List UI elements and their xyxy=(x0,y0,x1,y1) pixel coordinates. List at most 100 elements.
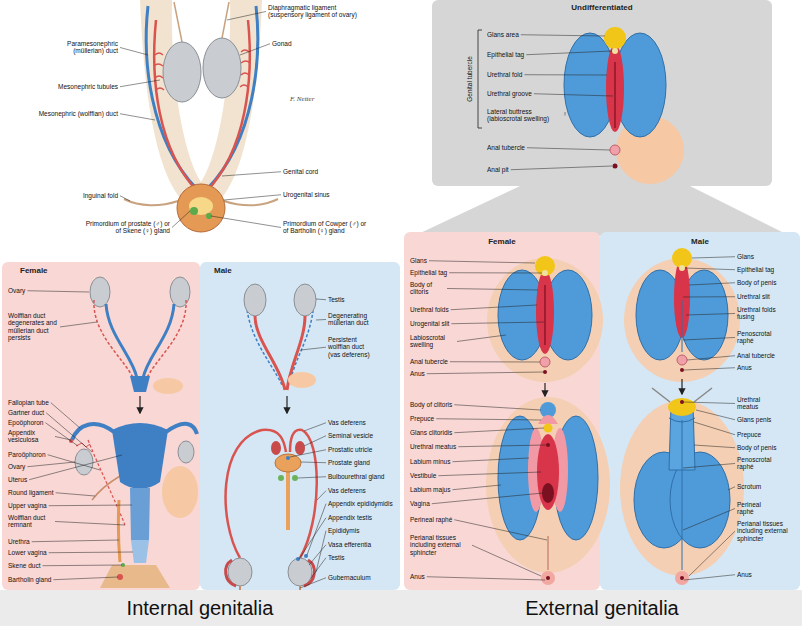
leader-line xyxy=(316,299,326,301)
panel-ground xyxy=(2,262,200,590)
female-external-drawing xyxy=(544,285,545,345)
leader-line xyxy=(526,51,612,55)
male-internal-drawing xyxy=(286,472,290,530)
male-internal-drawing xyxy=(244,284,266,316)
panel: Undifferentiated xyxy=(432,0,772,186)
panel-heading: Female xyxy=(404,232,600,247)
leader-line xyxy=(432,493,543,504)
undifferentiated-internal-drawing xyxy=(177,184,225,232)
part-label: Testis xyxy=(328,296,345,303)
leader-line xyxy=(46,413,92,452)
leader-line xyxy=(316,319,326,321)
part-label: Urogenital slit xyxy=(410,320,449,327)
leader-line xyxy=(29,455,122,480)
leader-line xyxy=(211,216,281,227)
signature: F. Netter xyxy=(290,95,314,103)
female-internal-drawing xyxy=(146,300,186,380)
leader-line xyxy=(684,368,735,370)
female-internal-drawing xyxy=(170,277,190,307)
leader-line xyxy=(240,44,270,55)
part-label: Ovary xyxy=(8,287,25,294)
female-external-drawing xyxy=(486,256,610,585)
male-internal-drawing xyxy=(296,557,300,561)
female-external-drawing xyxy=(544,424,553,433)
male-external-drawing xyxy=(680,368,684,372)
part-label: Urogenital sinus xyxy=(283,191,330,198)
part-label: Urethral folds xyxy=(410,306,449,313)
undifferentiated-internal-drawing xyxy=(174,2,182,42)
leader-line xyxy=(45,423,78,446)
male-external-drawing xyxy=(681,379,682,394)
leader-line xyxy=(299,518,326,559)
part-label: Lateral buttress (labioscrotal swelling) xyxy=(487,108,563,123)
female-internal-drawing xyxy=(130,488,150,540)
part-label: Degenerating müllerian duct xyxy=(328,312,383,327)
leader-line xyxy=(301,347,326,350)
female-internal-drawing xyxy=(130,376,150,392)
panel-heading: Male xyxy=(200,262,400,276)
part-label: Diaphragmatic ligament (suspensory ligam… xyxy=(268,4,368,19)
part-label: Wolffian duct remnant xyxy=(8,514,53,529)
part-label: Prepuce xyxy=(737,431,761,438)
leader-line xyxy=(683,337,735,340)
part-label: Labioscrotal swelling xyxy=(410,334,455,349)
female-internal-drawing xyxy=(112,423,168,489)
part-label: Vestibule xyxy=(410,472,436,479)
panel-heading: Female xyxy=(2,262,200,276)
leader-line xyxy=(447,288,538,290)
leader-line xyxy=(694,445,735,448)
male-internal-drawing xyxy=(240,586,300,590)
part-label: Round ligament xyxy=(8,489,54,496)
leader-line xyxy=(472,545,541,576)
leader-line xyxy=(27,462,75,467)
leader-line xyxy=(304,436,326,446)
female-internal-drawing xyxy=(75,449,93,475)
undifferentiated-internal-drawing xyxy=(163,42,201,102)
part-label: Labium minus xyxy=(410,458,450,465)
male-internal-drawing xyxy=(290,430,317,558)
female-external-drawing xyxy=(536,270,554,354)
part-label: Anal tubercle xyxy=(737,352,775,359)
undifferentiated-internal-drawing xyxy=(190,207,198,215)
female-internal-drawing xyxy=(162,466,198,518)
undifferentiated-external-drawing xyxy=(604,27,626,49)
leader-line xyxy=(451,305,537,310)
part-label: Gartner duct xyxy=(8,409,44,416)
part-label: Appendix vesiculosa xyxy=(8,429,53,444)
leader-line xyxy=(298,477,326,478)
part-label: Lower vagina xyxy=(8,549,47,556)
undifferentiated-external-drawing xyxy=(612,48,618,54)
female-external-drawing xyxy=(540,357,550,367)
leader-line xyxy=(53,577,118,580)
undifferentiated-internal-drawing xyxy=(224,199,278,205)
leader-line xyxy=(450,361,540,362)
part-label: Appendix epididymidis xyxy=(328,500,393,507)
leader-line xyxy=(429,261,535,263)
leader-line xyxy=(427,372,543,374)
leader-line xyxy=(457,335,506,341)
leader-line xyxy=(120,47,148,55)
undifferentiated-internal-drawing xyxy=(154,53,164,90)
female-external-drawing xyxy=(542,483,554,503)
male-internal-drawing xyxy=(304,560,314,586)
panel-ground xyxy=(432,0,772,186)
female-external-drawing xyxy=(543,370,547,374)
leader-line xyxy=(224,195,281,200)
undifferentiated-internal-drawing xyxy=(189,197,213,215)
male-external-drawing xyxy=(682,420,683,570)
leader-line xyxy=(689,531,735,576)
male-internal-drawing xyxy=(228,558,252,586)
leader-line xyxy=(49,505,132,507)
female-internal-drawing xyxy=(139,396,140,413)
part-label: Epithelial tag xyxy=(410,269,447,276)
part-label: Body of penis xyxy=(737,444,776,451)
part-label: Anal pit xyxy=(487,166,509,173)
leader-line xyxy=(454,520,547,540)
leader-line xyxy=(55,436,71,440)
leader-line xyxy=(454,428,544,433)
male-external-drawing xyxy=(624,258,740,382)
panel-ground xyxy=(600,232,800,590)
